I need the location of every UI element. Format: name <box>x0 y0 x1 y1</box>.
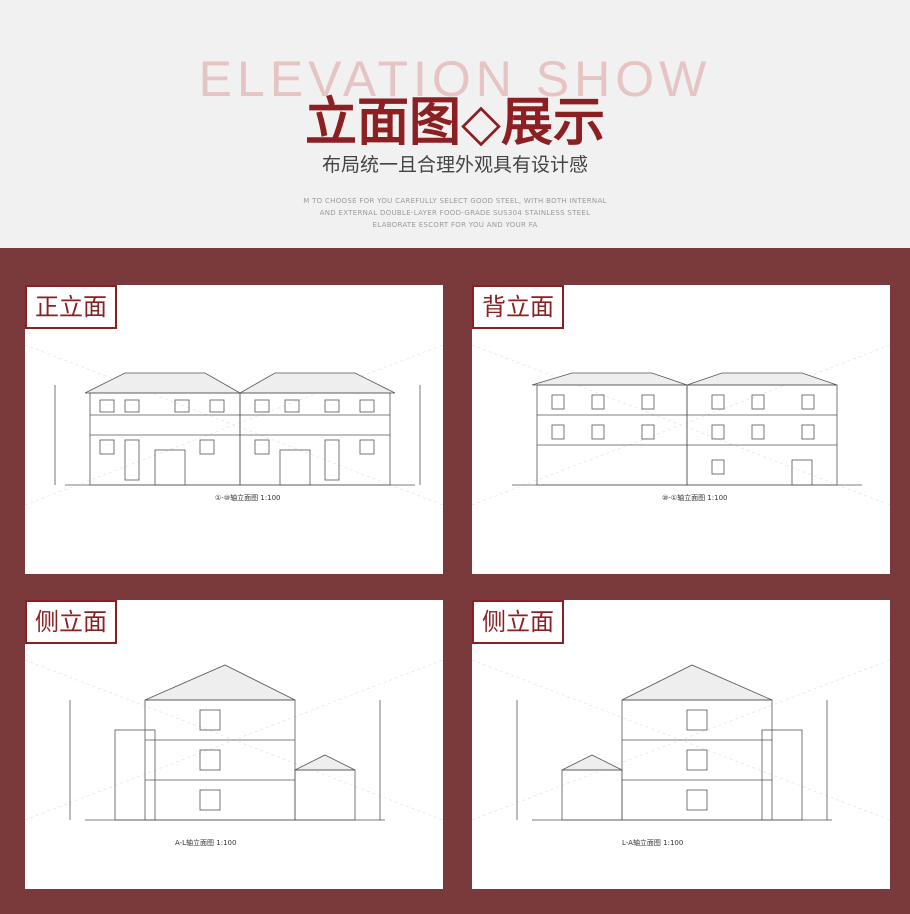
panel-label: 背立面 <box>472 285 564 329</box>
page-subtitle: 布局统一且合理外观具有设计感 <box>321 154 588 176</box>
panel-side-elevation-1: 侧立面 A-L轴立面图 1:100 <box>25 600 443 889</box>
drawing-caption: A-L轴立面图 1:100 <box>175 839 237 847</box>
side-elevation-drawing <box>472 659 890 821</box>
side-elevation-drawing <box>25 659 443 821</box>
panel-label: 正立面 <box>25 285 117 329</box>
panel-label: 侧立面 <box>472 600 564 644</box>
page-title: 立面图◇展示 <box>305 93 605 153</box>
drawing-caption: ⑩-①轴立面图 1:100 <box>662 494 728 502</box>
drawing-caption: L-A轴立面图 1:100 <box>622 839 684 847</box>
drawing-caption: ①-⑩轴立面图 1:100 <box>215 494 281 502</box>
english-text: M TO CHOOSE FOR YOU CAREFULLY SELECT GOO… <box>0 195 910 231</box>
header: ELEVATION SHOW 立面图◇展示 布局统一且合理外观具有设计感 M T… <box>0 0 910 248</box>
english-line-1: M TO CHOOSE FOR YOU CAREFULLY SELECT GOO… <box>303 197 607 205</box>
english-line-2: AND EXTERNAL DOUBLE-LAYER FOOD-GRADE SUS… <box>319 209 591 217</box>
english-line-3: ELABORATE ESCORT FOR YOU AND YOUR FA <box>372 221 538 229</box>
back-elevation-drawing <box>472 344 890 506</box>
background-word: ELEVATION SHOW <box>198 51 712 107</box>
panel-side-elevation-2: 侧立面 L-A轴立面图 1:100 <box>472 600 890 889</box>
panel-front-elevation: 正立面 ①-⑩轴立面图 1:100 <box>25 285 443 574</box>
panel-label: 侧立面 <box>25 600 117 644</box>
front-elevation-drawing <box>25 344 443 506</box>
panel-back-elevation: 背立面 ⑩-①轴立面图 1:100 <box>472 285 890 574</box>
